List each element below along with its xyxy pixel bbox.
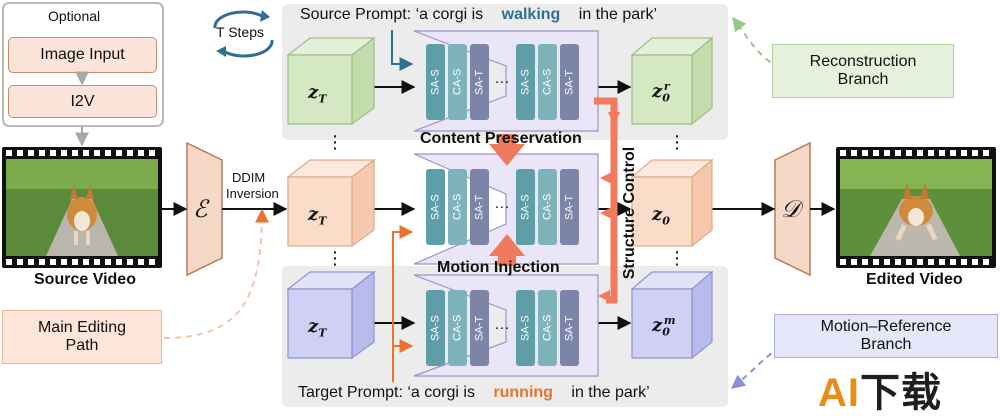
- latent-z0-top: z0r: [652, 80, 670, 105]
- reconstruction-branch-line2: Branch: [837, 71, 889, 88]
- i2v-button[interactable]: I2V: [8, 85, 157, 118]
- unet-block-sa-s: SA-S: [516, 44, 535, 120]
- watermark-cjk: 下载: [860, 371, 942, 415]
- cube-z0-bot: [630, 270, 714, 360]
- cube-zt-mid: [286, 158, 376, 248]
- unet-block-ca-s: CA-S: [448, 290, 467, 366]
- cube-zt-bot: [286, 270, 376, 360]
- cube-z0-mid: [630, 158, 714, 248]
- cube-zt-top: [286, 36, 376, 126]
- ddim-label-line2: Inversion: [226, 186, 279, 201]
- motion-reference-branch-box: Motion–Reference Branch: [774, 314, 998, 358]
- unet-block-sa-s: SA-S: [516, 290, 535, 366]
- optional-group: [2, 2, 164, 127]
- unet-block-ca-s: CA-S: [448, 44, 467, 120]
- edited-video-label: Edited Video: [866, 271, 963, 288]
- unet-block-ca-s: CA-S: [448, 169, 467, 245]
- target-prompt-prefix: Target Prompt: ‘a corgi is: [298, 384, 475, 401]
- source-prompt-prefix: Source Prompt: ‘a corgi is: [300, 6, 484, 23]
- watermark-logo: AI下载: [818, 360, 942, 418]
- structure-control-label: Structure Control: [621, 146, 638, 280]
- unet-block-sa-s: SA-S: [426, 44, 445, 120]
- encoder-symbol: ℰ: [193, 195, 208, 223]
- source-video-frame: [6, 159, 158, 256]
- source-prompt-suffix: in the park’: [578, 6, 658, 23]
- edited-video-filmstrip: [836, 147, 996, 268]
- motion-reference-line2: Branch: [860, 336, 912, 353]
- source-video-filmstrip: [2, 147, 162, 268]
- target-prompt-verb: running: [493, 384, 553, 401]
- unet-block-ca-s: CA-S: [538, 290, 557, 366]
- reconstruction-branch-box: Reconstruction Branch: [772, 44, 954, 98]
- edited-video-frame: [840, 159, 992, 256]
- optional-title: Optional: [48, 8, 101, 24]
- encoder-block: [186, 141, 223, 277]
- t-steps-label: T Steps: [216, 24, 264, 40]
- dots-right-upper: ⋮: [668, 132, 686, 152]
- unet-block-sa-t: SA-T: [470, 44, 489, 120]
- main-editing-line2: Path: [65, 337, 99, 354]
- source-prompt-verb: walking: [501, 6, 561, 23]
- unet-block-sa-t: SA-T: [560, 169, 579, 245]
- latent-zt-bot: zT: [308, 316, 327, 340]
- watermark-latin: AI: [818, 371, 860, 415]
- unet-block-ellipsis: …: [494, 316, 510, 333]
- reconstruction-branch-line1: Reconstruction: [809, 53, 917, 70]
- unet-block-sa-s: SA-S: [516, 169, 535, 245]
- unet-block-sa-s: SA-S: [426, 290, 445, 366]
- unet-block-sa-t: SA-T: [470, 169, 489, 245]
- dots-left-lower: ⋮: [326, 248, 344, 268]
- motion-reference-line1: Motion–Reference: [820, 318, 952, 335]
- target-prompt: Target Prompt: ‘a corgi is running in th…: [298, 384, 650, 402]
- latent-zt-mid: zT: [308, 204, 327, 228]
- main-editing-line1: Main Editing: [37, 319, 127, 336]
- latent-z0-mid: z0: [652, 204, 670, 228]
- ddim-label-line1: DDIM: [232, 170, 266, 185]
- main-editing-path-box: Main Editing Path: [2, 310, 162, 364]
- target-prompt-suffix: in the park’: [571, 384, 650, 401]
- decoder-symbol: 𝒟: [781, 195, 801, 223]
- cube-z0-top: [630, 36, 714, 126]
- unet-block-sa-t: SA-T: [470, 290, 489, 366]
- content-preservation-label: Content Preservation: [420, 130, 582, 147]
- dots-left-upper: ⋮: [326, 132, 344, 152]
- motion-injection-label: Motion Injection: [437, 259, 560, 276]
- unet-block-ca-s: CA-S: [538, 44, 557, 120]
- unet-block-sa-t: SA-T: [560, 44, 579, 120]
- unet-block-ca-s: CA-S: [538, 169, 557, 245]
- unet-block-sa-t: SA-T: [560, 290, 579, 366]
- unet-block-sa-s: SA-S: [426, 169, 445, 245]
- source-prompt: Source Prompt: ‘a corgi is walking in th…: [300, 6, 657, 24]
- latent-zt-top: zT: [308, 82, 327, 106]
- unet-block-ellipsis: …: [494, 70, 510, 87]
- source-video-label: Source Video: [34, 271, 136, 288]
- dots-right-lower: ⋮: [668, 248, 686, 268]
- latent-z0-bot: z0m: [652, 314, 676, 339]
- decoder-block: [774, 141, 811, 277]
- unet-block-ellipsis: …: [494, 195, 510, 212]
